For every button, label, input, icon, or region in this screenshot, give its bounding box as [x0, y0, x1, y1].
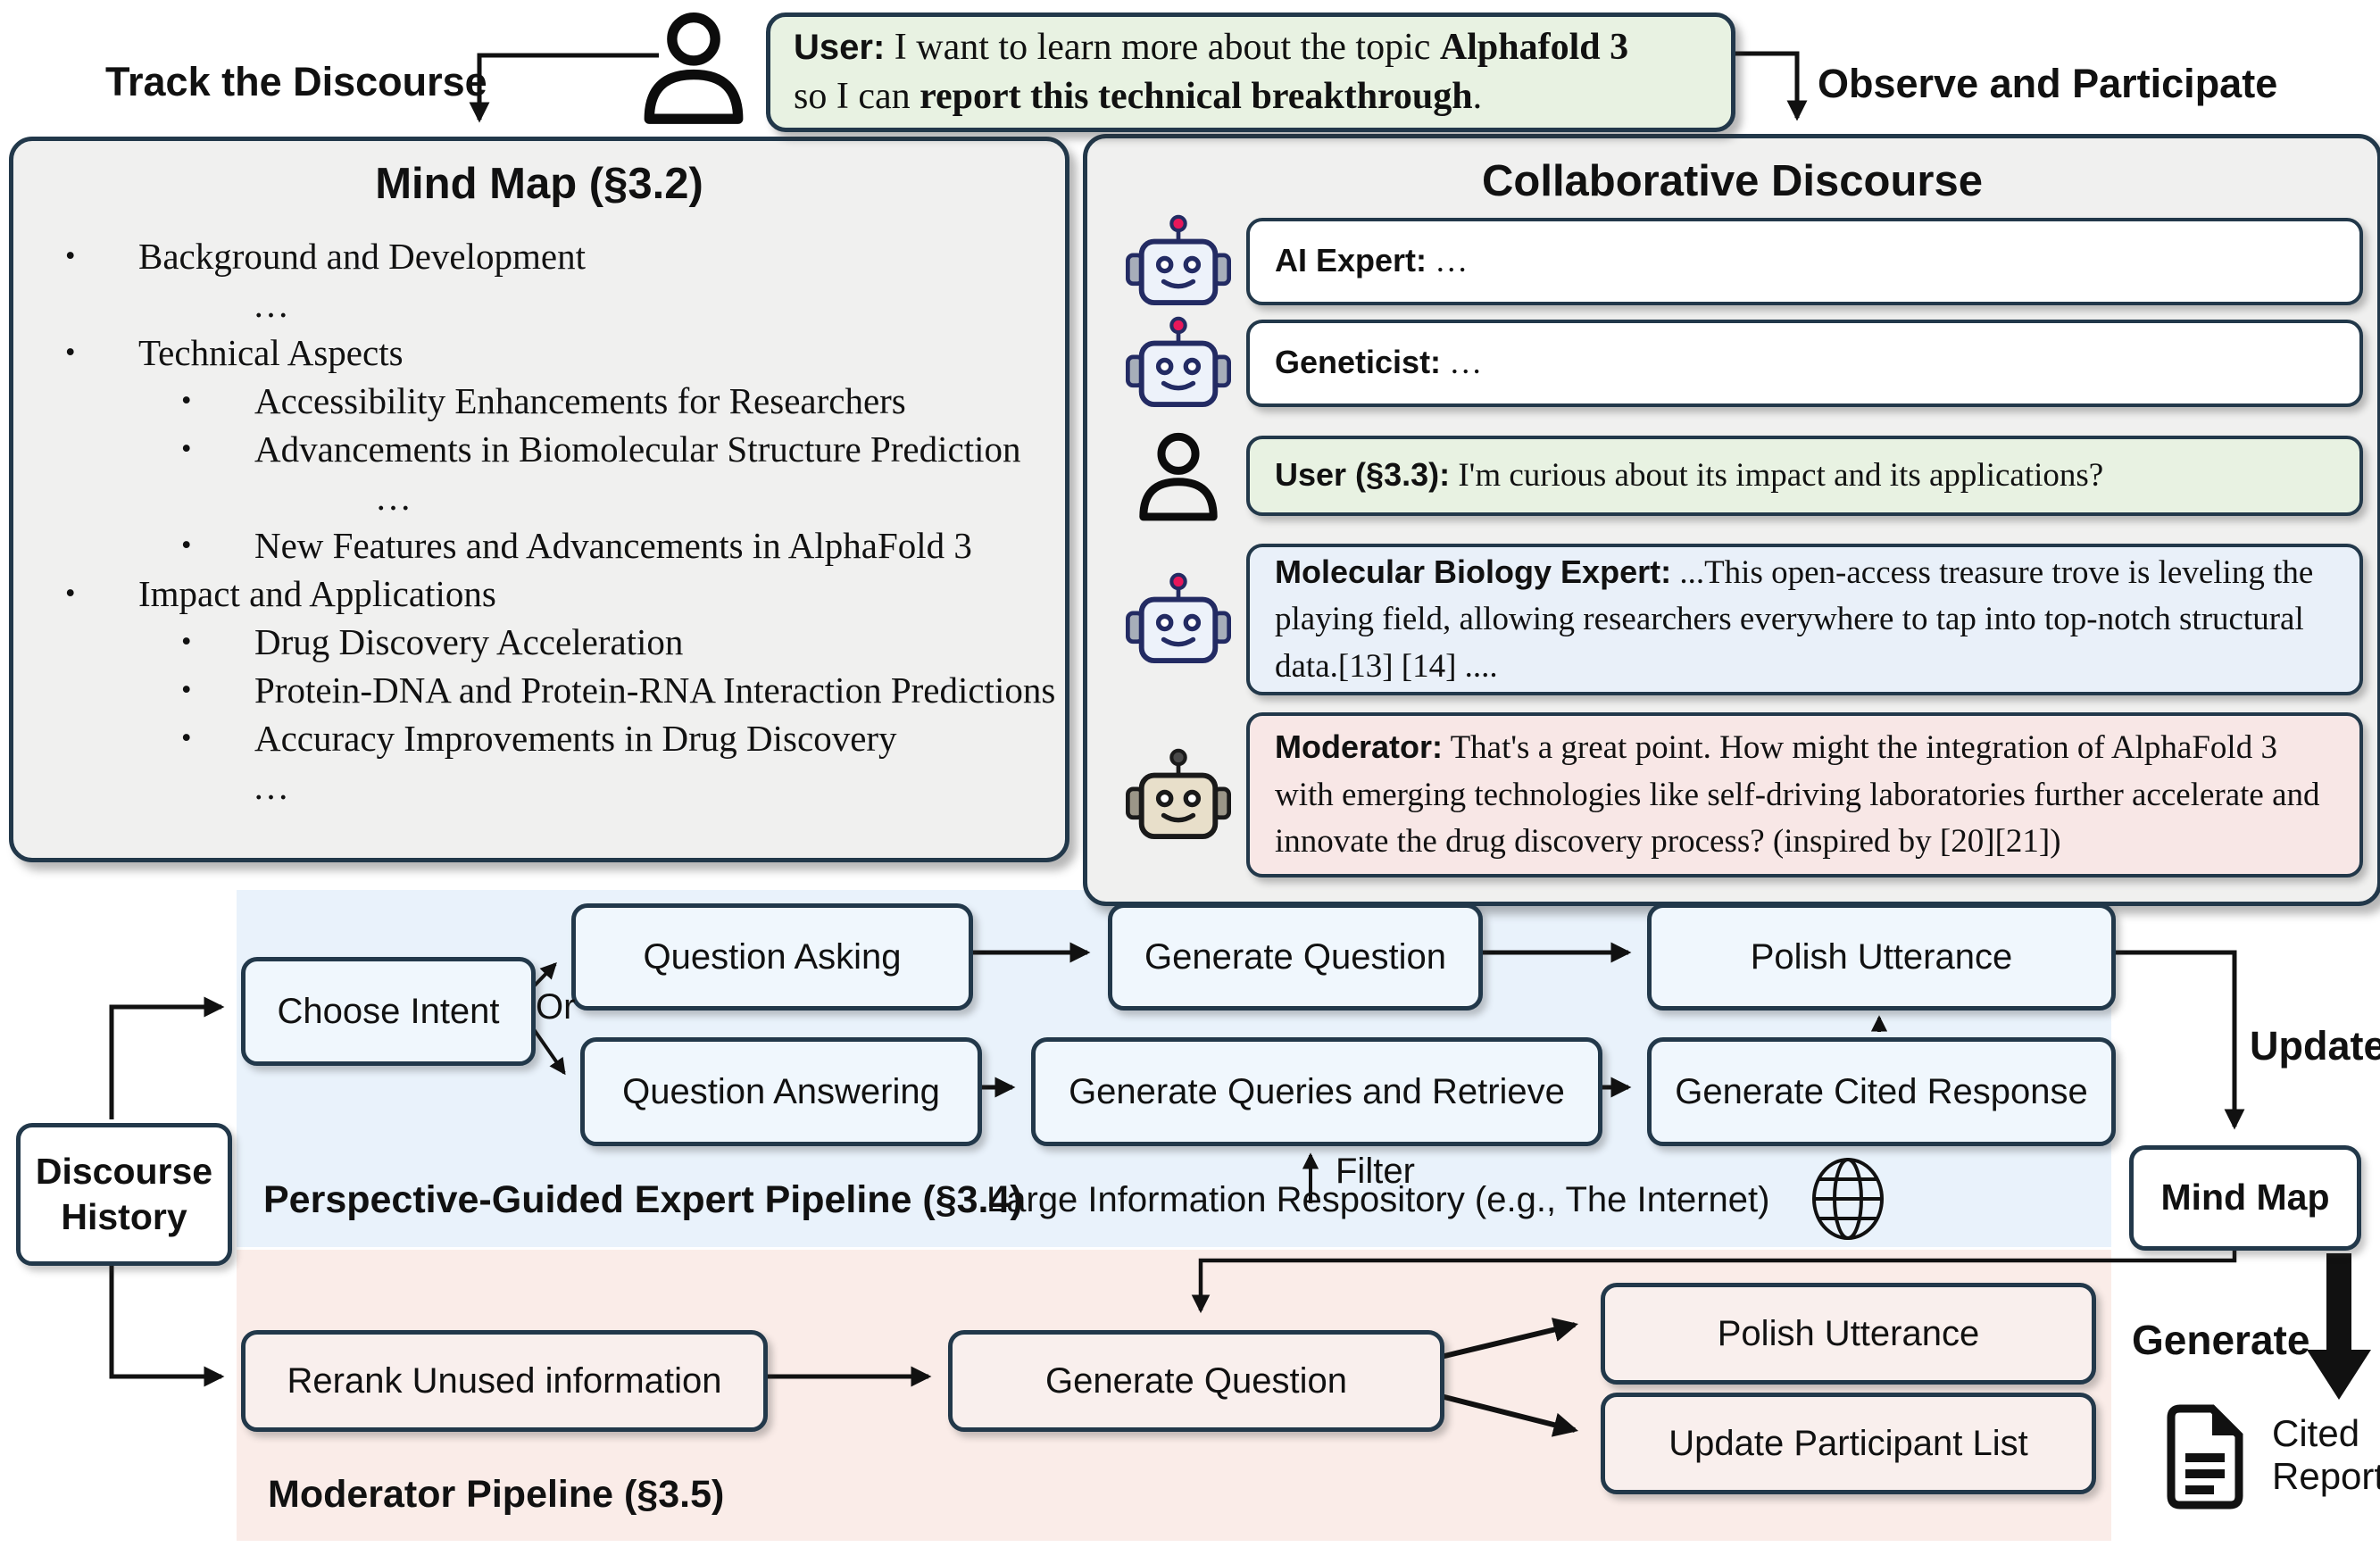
mind-map-box: Mind Map [2129, 1145, 2361, 1251]
chat-row: AI Expert: … [1111, 214, 2363, 305]
observe-participate-label: Observe and Participate [1818, 61, 2278, 106]
speaker-label: AI Expert: [1275, 242, 1427, 279]
filter-label: Filter [1336, 1152, 1415, 1191]
generate-question-bottom-box: Generate Question [948, 1330, 1444, 1432]
repository-label: Large Information Respository (e.g., The… [986, 1180, 1770, 1219]
moderator-robot-icon [1111, 743, 1246, 848]
chat-bubble: AI Expert: … [1246, 218, 2363, 305]
rerank-unused-box: Rerank Unused information [241, 1330, 768, 1432]
message-text: ...This open-access treasure trove is le… [1275, 553, 2314, 685]
mind-map-item: Drug Discovery Acceleration [13, 618, 1065, 666]
document-icon [2167, 1404, 2243, 1510]
mind-map-title: Mind Map (§3.2) [375, 160, 703, 208]
track-discourse-label: Track the Discourse [105, 59, 487, 104]
or-label: Or [536, 987, 576, 1027]
polish-utterance-bottom-box: Polish Utterance [1601, 1283, 2096, 1385]
mind-map-ellipsis: … [253, 766, 289, 807]
robot-icon [1111, 209, 1246, 314]
question-answering-box: Question Answering [580, 1037, 982, 1146]
speaker-label: Molecular Biology Expert: [1275, 553, 1672, 590]
collaborative-discourse-title: Collaborative Discourse [1482, 157, 1983, 205]
mind-map-item: Protein-DNA and Protein-RNA Interaction … [13, 666, 1065, 714]
generate-arrow [2307, 1253, 2371, 1400]
mind-map-ellipsis: … [375, 477, 412, 518]
polish-utterance-box: Polish Utterance [1647, 903, 2116, 1011]
expert-pipeline-label: Perspective-Guided Expert Pipeline (§3.4… [263, 1178, 1023, 1221]
mind-map-ellipsis: … [253, 284, 289, 325]
mind-map-item: Advancements in Biomolecular Structure P… [13, 425, 1065, 473]
mind-map-item: Accessibility Enhancements for Researche… [13, 377, 1065, 425]
mind-map-item: New Features and Advancements in AlphaFo… [13, 521, 1065, 570]
user-query-bubble: User: I want to learn more about the top… [766, 12, 1735, 132]
user-icon [644, 12, 744, 124]
mind-map-item: Background and Development [13, 232, 1065, 280]
robot-icon [1111, 567, 1246, 672]
question-asking-box: Question Asking [571, 903, 973, 1011]
chat-bubble: User (§3.3): I'm curious about its impac… [1246, 436, 2363, 516]
moderator-pipeline-label: Moderator Pipeline (§3.5) [268, 1473, 725, 1516]
robot-icon [1111, 311, 1246, 416]
mind-map-panel: Mind Map (§3.2) Background and Developme… [9, 137, 1069, 862]
speaker-label: Moderator: [1275, 728, 1443, 766]
chat-bubble: Geneticist: … [1246, 320, 2363, 407]
chat-bubble: Molecular Biology Expert: ...This open-a… [1246, 544, 2363, 695]
discourse-history-box: Discourse History [16, 1123, 232, 1266]
speaker-label: Geneticist: [1275, 344, 1442, 381]
chat-row: Molecular Biology Expert: ...This open-a… [1111, 544, 2363, 695]
user-query-text: User: I want to learn more about the top… [794, 26, 1629, 117]
mind-map-item: Technical Aspects [13, 329, 1065, 377]
message-text: That's a great point. How might the inte… [1275, 729, 2320, 861]
chat-bubble: Moderator: That's a great point. How mig… [1246, 712, 2363, 877]
generate-label: Generate [2132, 1317, 2310, 1363]
message-text: I'm curious about its impact and its app… [1450, 457, 2104, 495]
generate-question-box: Generate Question [1108, 903, 1483, 1011]
chat-row: Geneticist: … [1111, 316, 2363, 407]
speaker-label: User (§3.3): [1275, 456, 1451, 494]
chat-row: User (§3.3): I'm curious about its impac… [1111, 432, 2363, 521]
mind-map-item: Impact and Applications [13, 570, 1065, 618]
message-text: … [1427, 243, 1469, 280]
message-text: … [1441, 345, 1483, 382]
chat-row: Moderator: That's a great point. How mig… [1111, 712, 2363, 877]
generate-cited-response-box: Generate Cited Response [1647, 1037, 2116, 1146]
update-label: Update [2250, 1023, 2380, 1069]
collaborative-discourse-panel: Collaborative Discourse AI Expert: … [1083, 134, 2380, 906]
mind-map-item: Accuracy Improvements in Drug Discovery [13, 714, 1065, 762]
user-speaker-label: User: [794, 27, 886, 67]
update-participant-list-box: Update Participant List [1601, 1393, 2096, 1494]
mind-map-list: Background and Development … Technical A… [13, 232, 1065, 811]
generate-queries-box: Generate Queries and Retrieve [1031, 1037, 1602, 1146]
user-icon [1111, 426, 1246, 526]
choose-intent-box: Choose Intent [241, 957, 536, 1066]
